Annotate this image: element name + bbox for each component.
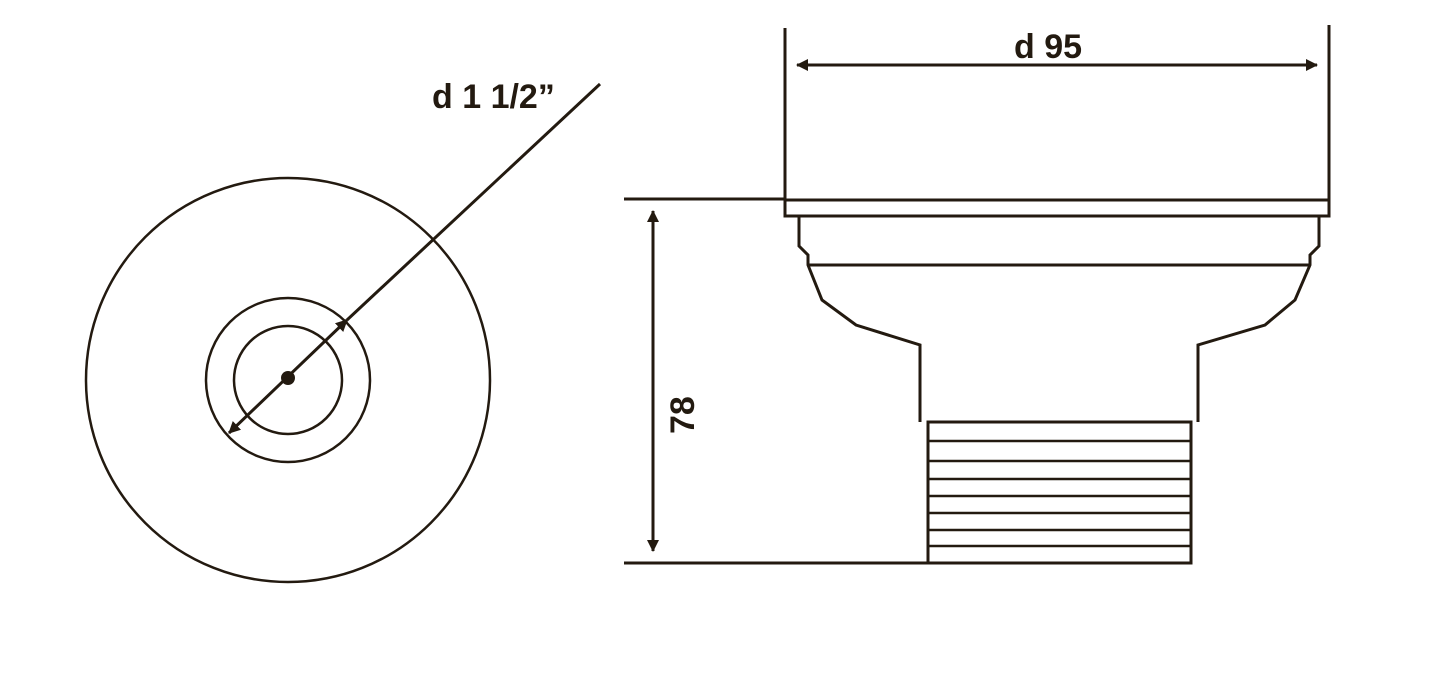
flange-diameter-label: d 95 [1014, 28, 1082, 66]
outer-flange-circle [84, 176, 492, 584]
middle-circle [204, 296, 372, 464]
top-view [84, 82, 602, 584]
threaded-tail [926, 420, 1193, 565]
side-view [624, 25, 1331, 565]
height-label: 78 [664, 396, 702, 434]
thread-lines [928, 439, 1191, 548]
flange-plate [783, 198, 1331, 218]
thread-diameter-leader [345, 82, 602, 322]
strainer-body [797, 216, 1321, 422]
thread-diameter-label: d 1 1/2” [432, 78, 555, 116]
thread-diameter-dimension-line [227, 318, 349, 435]
